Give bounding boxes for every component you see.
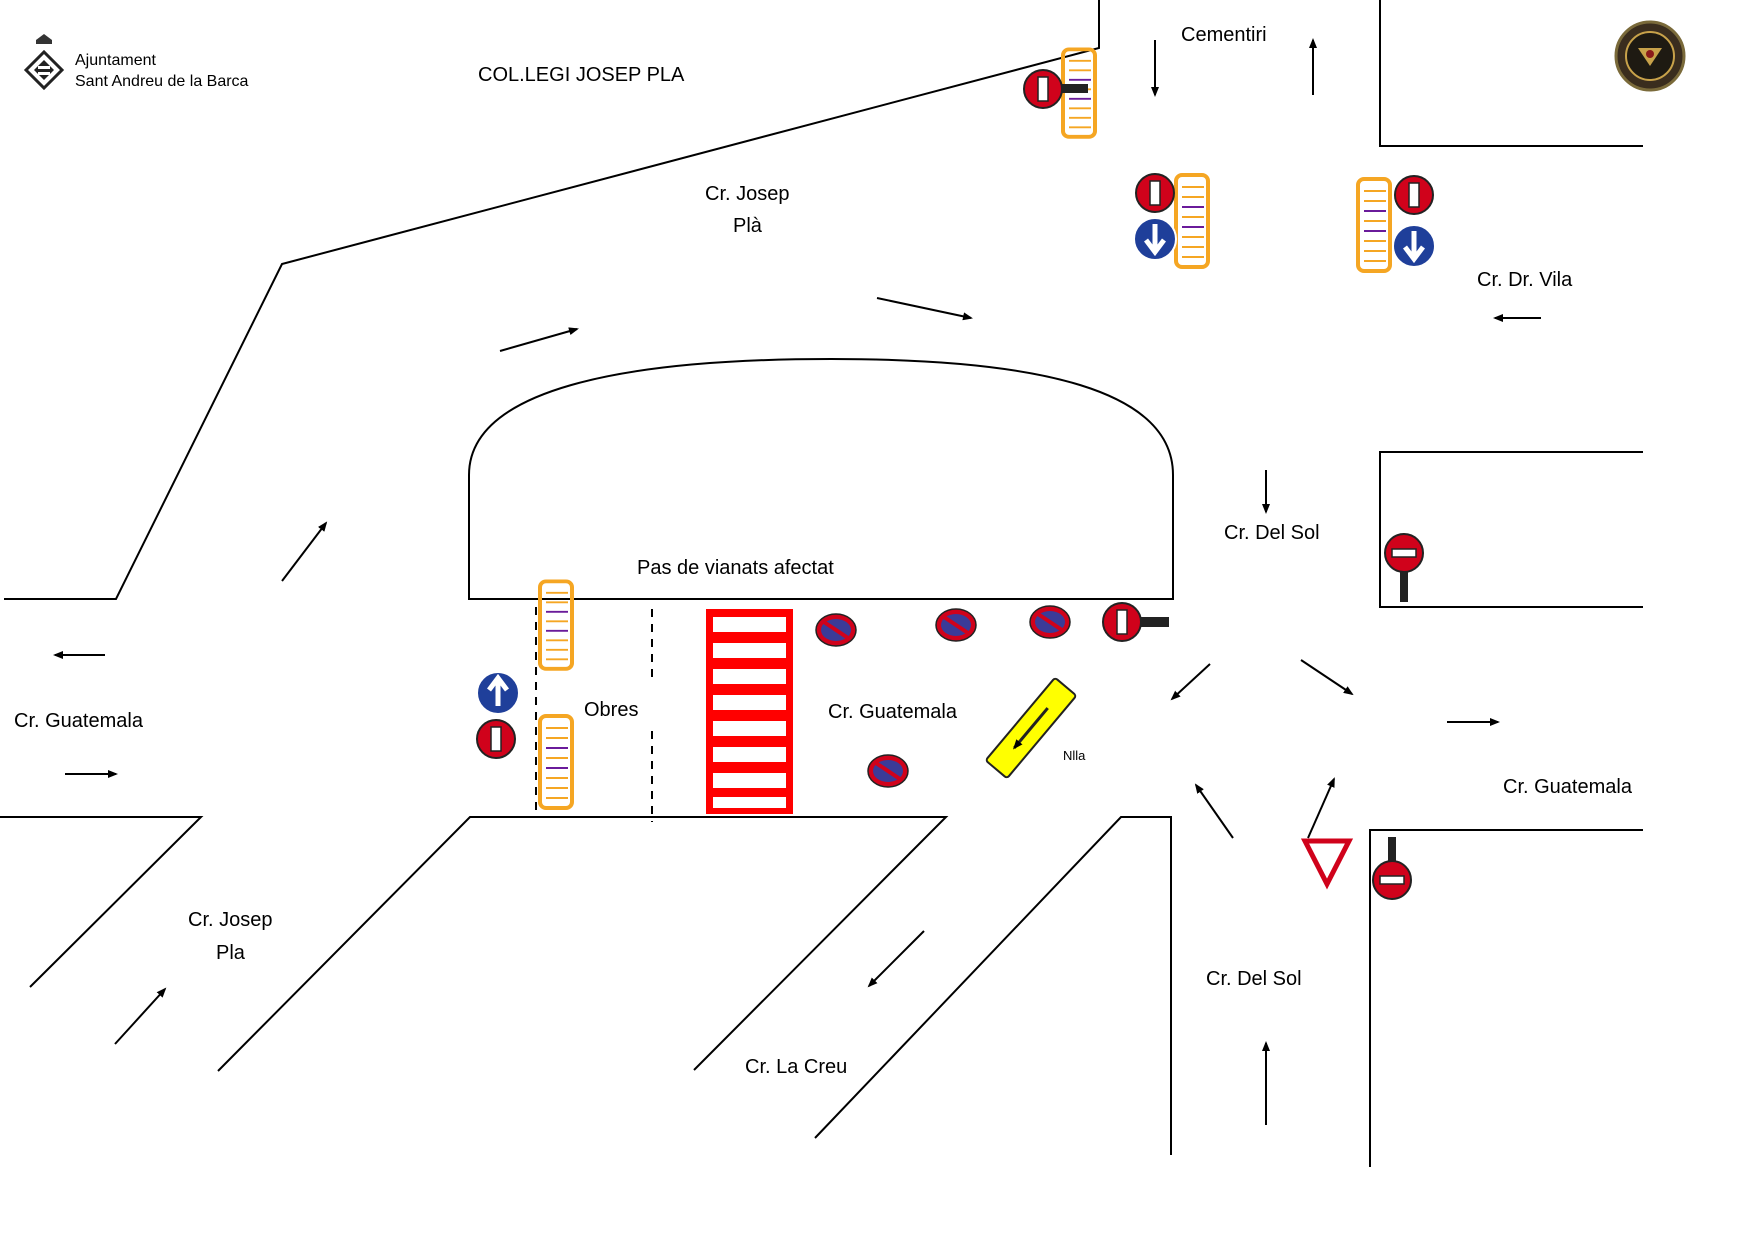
central-island (468, 357, 1174, 600)
road-edge-top-right (1379, 0, 1643, 147)
label-guatemala-right: Cr. Guatemala (1503, 776, 1633, 798)
label-josep-pla-top-2: Plà (733, 215, 763, 237)
municipal-logo: Ajuntament Sant Andreu de la Barca (23, 34, 249, 91)
barrier-icon (538, 714, 574, 810)
road-edge-right-lower (1369, 829, 1643, 1167)
sign-del-sol-top (1384, 533, 1424, 602)
arrow-up-right-icon (1307, 777, 1335, 839)
arrow-up-right-icon (281, 521, 328, 582)
no-entry-sign-icon (1384, 533, 1424, 573)
label-school: COL.LEGI JOSEP PLA (478, 64, 685, 86)
label-cementiri: Cementiri (1181, 24, 1267, 46)
works-dashed-lines (535, 607, 653, 822)
label-dr-vila: Cr. Dr. Vila (1477, 269, 1573, 291)
mandatory-direction-sign-icon (1392, 224, 1436, 268)
arrow-up-left-icon (1194, 783, 1234, 839)
label-pas-vianants: Pas de vianats afectat (637, 557, 834, 579)
no-entry-sign-icon (1394, 175, 1434, 215)
road-edges (0, 0, 1643, 1167)
no-parking-sign-icon (1028, 604, 1072, 640)
label-josep-pla-bottom-1: Cr. Josep (188, 909, 272, 931)
arrow-down-left-icon (1170, 663, 1211, 701)
barrier-icon (1356, 177, 1392, 273)
label-del-sol-top: Cr. Del Sol (1224, 522, 1320, 544)
arrow-down-right-icon (1300, 659, 1354, 696)
give-way-sign-icon (1300, 838, 1354, 890)
barrier-icon (1174, 173, 1210, 269)
mandatory-direction-sign-icon (476, 671, 520, 715)
sign-group-josep-pla-right (1133, 173, 1210, 269)
arrow-up-right-icon (114, 987, 167, 1045)
label-josep-pla-bottom-2: Pla (216, 942, 246, 964)
label-guatemala-mid: Cr. Guatemala (828, 701, 958, 723)
label-obres: Obres (584, 699, 638, 721)
barrier-icon (1061, 47, 1097, 139)
no-parking-sign-icon (934, 607, 978, 643)
barrier-icon (538, 579, 574, 671)
logo-line-1: Ajuntament (75, 52, 156, 69)
crosswalk-icon (706, 609, 793, 814)
sign-group-cementiri (1023, 47, 1097, 139)
police-badge-icon (1614, 20, 1686, 92)
no-parking-sign-icon (866, 753, 910, 789)
sign-guatemala-island (1102, 602, 1169, 642)
coat-of-arms-icon (23, 34, 65, 91)
arrow-right-icon (499, 327, 579, 352)
logo-line-2: Sant Andreu de la Barca (75, 73, 249, 90)
no-entry-sign-icon (1102, 602, 1142, 642)
label-josep-pla-top-1: Cr. Josep (705, 183, 789, 205)
street-labels: COL.LEGI JOSEP PLA Cementiri Cr. Josep P… (14, 24, 1633, 1078)
no-parking-sign-icon (814, 612, 858, 648)
no-entry-sign-icon (476, 719, 516, 759)
label-nilla: Nlla (1063, 748, 1086, 763)
road-edge-bottom-left (0, 816, 204, 988)
direction-arrows (53, 38, 1541, 1125)
no-entry-sign-icon (1135, 173, 1175, 213)
no-entry-sign-icon (1372, 860, 1412, 900)
detour-sign-icon (985, 677, 1077, 779)
no-parking-signs (814, 604, 1072, 789)
no-entry-sign-icon (1023, 69, 1063, 109)
label-del-sol-bottom: Cr. Del Sol (1206, 968, 1302, 990)
mandatory-direction-sign-icon (1133, 217, 1177, 261)
arrow-right-icon (876, 297, 973, 321)
road-edge-bottom-right (814, 816, 1172, 1155)
arrow-down-left-icon (867, 930, 925, 988)
road-edge-top-left (4, 0, 1100, 600)
road-edge-bottom-center (217, 816, 949, 1072)
road-edge-right-middle (1379, 451, 1643, 608)
sign-group-obres (476, 579, 574, 810)
label-guatemala-left: Cr. Guatemala (14, 710, 144, 732)
sign-group-dr-vila (1356, 175, 1436, 273)
label-la-creu: Cr. La Creu (745, 1056, 847, 1078)
sign-del-sol-bottom (1300, 837, 1412, 900)
